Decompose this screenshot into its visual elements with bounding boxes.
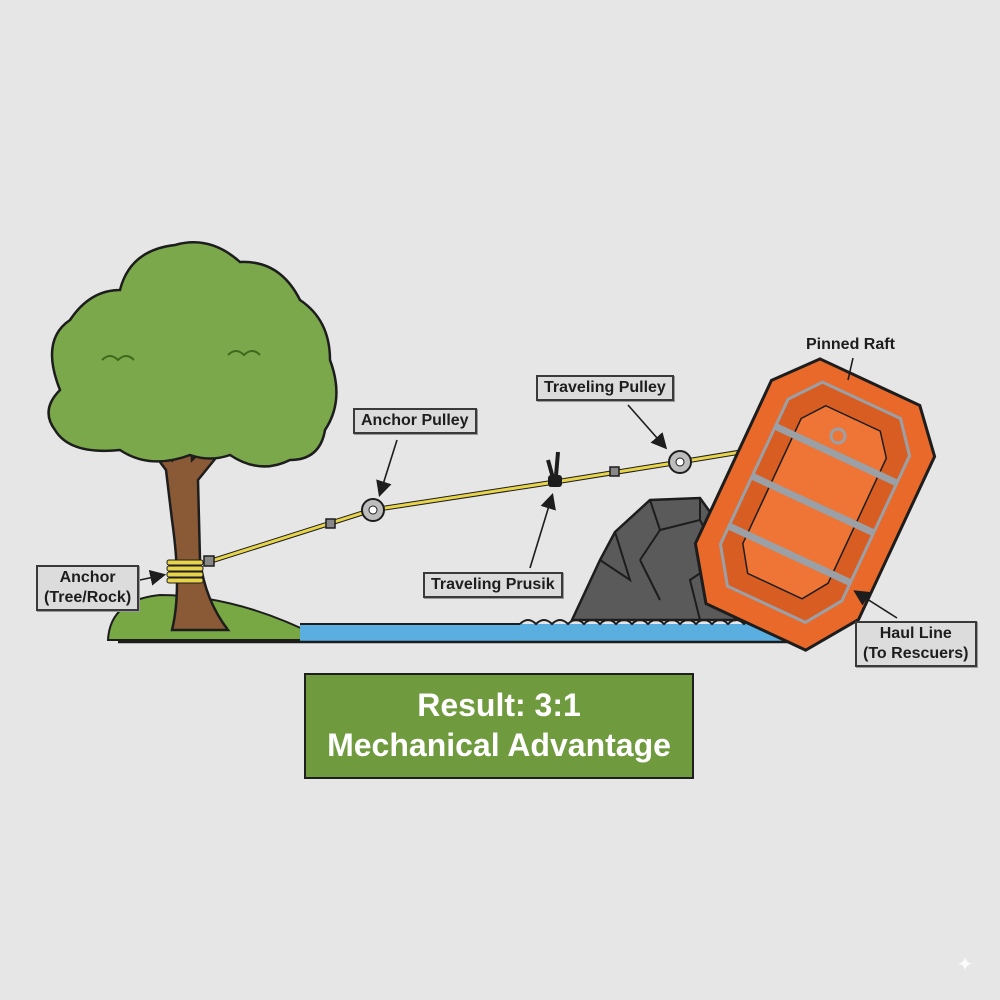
haul-line-label-line2: (To Rescuers) bbox=[863, 645, 969, 662]
result-box: Result: 3:1 Mechanical Advantage bbox=[304, 673, 694, 779]
haul-line-label-line1: Haul Line bbox=[879, 625, 952, 642]
traveling-pulley bbox=[668, 450, 692, 474]
traveling-prusik-label: Traveling Prusik bbox=[423, 572, 563, 598]
haul-line-label: Haul Line (To Rescuers) bbox=[855, 621, 977, 667]
prusik-knot bbox=[546, 451, 562, 487]
pinned-raft-label: Pinned Raft bbox=[806, 336, 895, 353]
anchor-wrap bbox=[166, 559, 204, 584]
sparkle-icon: ✦ bbox=[956, 954, 974, 976]
raft-d-ring bbox=[829, 427, 847, 445]
anchor-label-line2: (Tree/Rock) bbox=[44, 589, 132, 606]
raft bbox=[693, 357, 937, 652]
anchor-pulley-label: Anchor Pulley bbox=[353, 408, 477, 434]
result-line2: Mechanical Advantage bbox=[327, 727, 671, 763]
result-line1: Result: 3:1 bbox=[417, 687, 581, 723]
traveling-pulley-label: Traveling Pulley bbox=[536, 375, 674, 401]
anchor-label-line1: Anchor bbox=[59, 569, 116, 586]
anchor-pulley bbox=[361, 498, 385, 522]
callout-arrows bbox=[139, 357, 898, 619]
anchor-label: Anchor (Tree/Rock) bbox=[36, 565, 140, 611]
tree-foliage bbox=[47, 241, 338, 468]
